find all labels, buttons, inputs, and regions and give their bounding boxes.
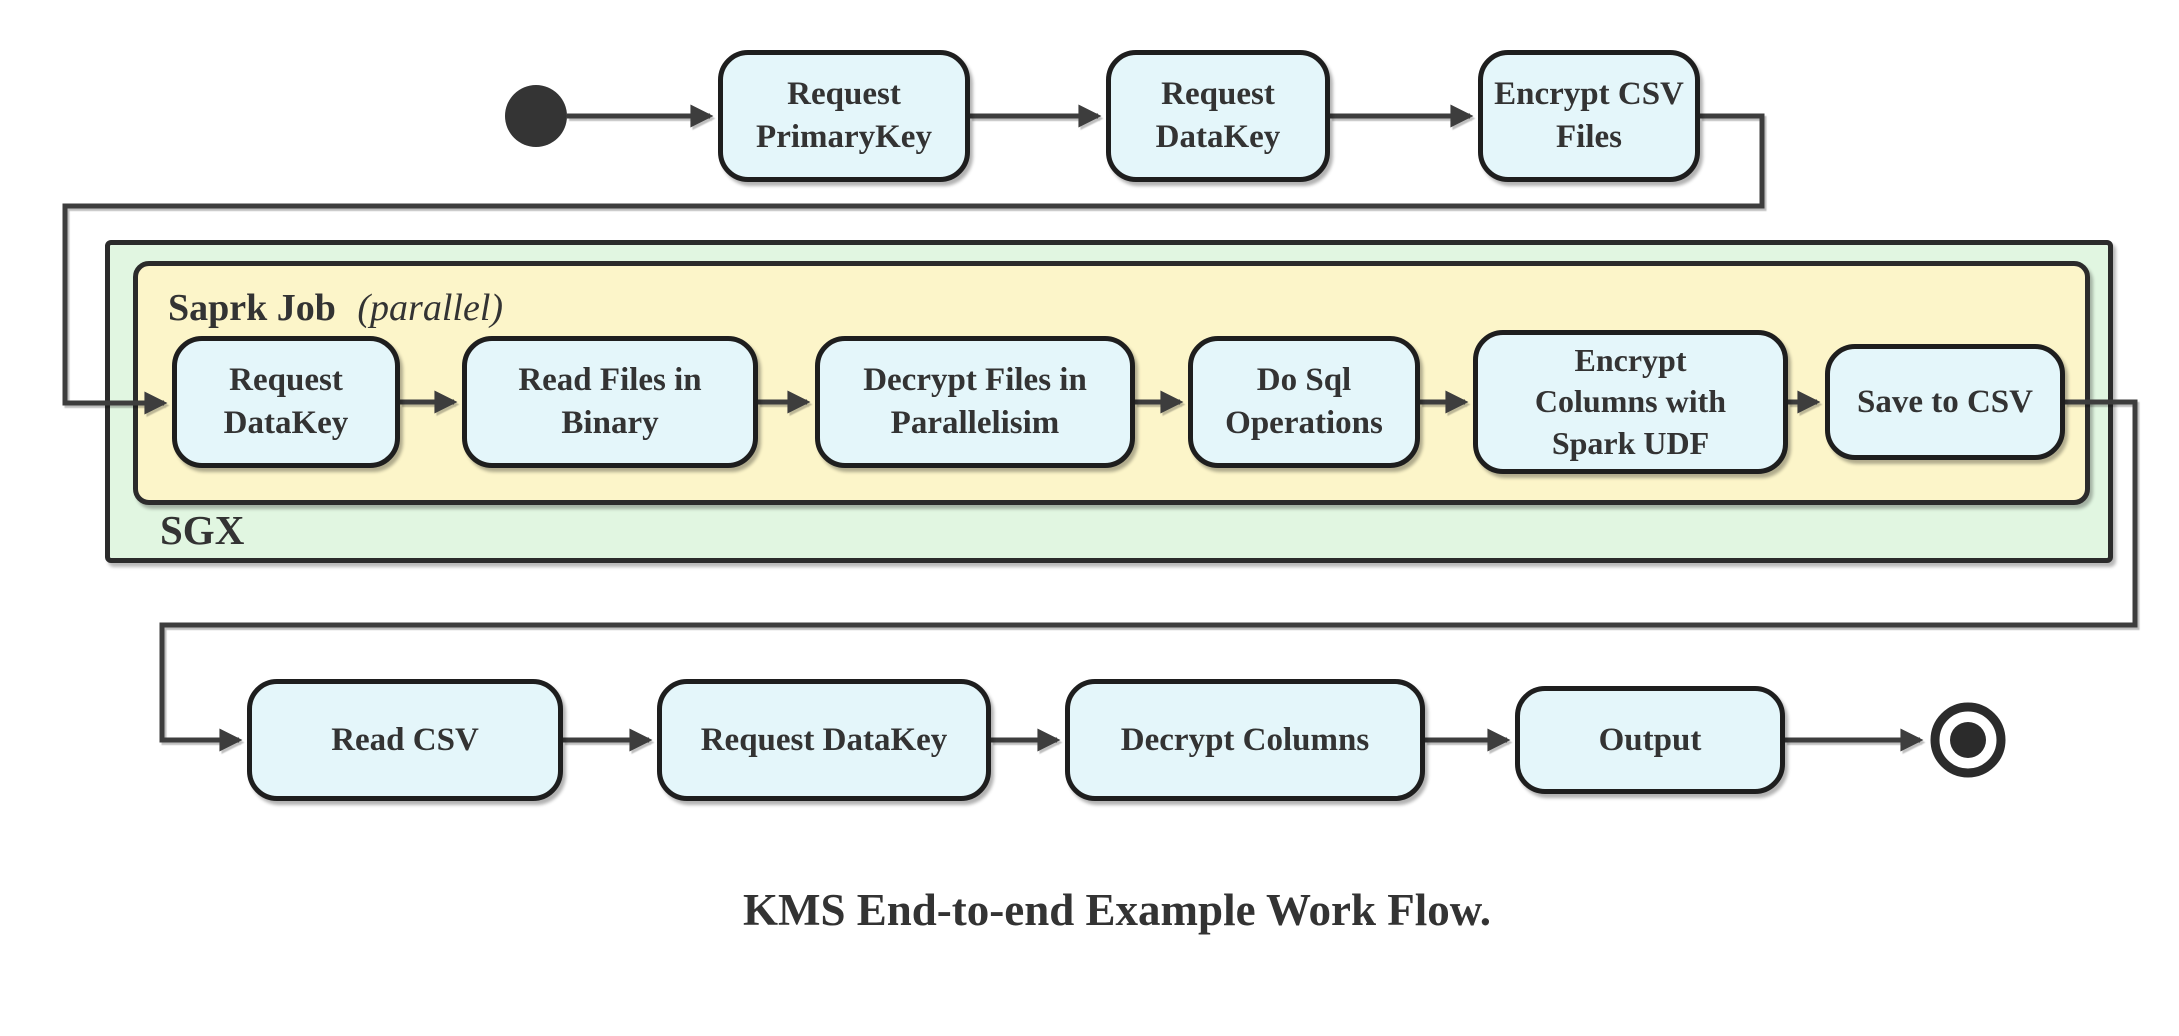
start-node: [505, 85, 567, 147]
diagram-caption: KMS End-to-end Example Work Flow.: [742, 885, 1491, 935]
edge-encrypt-csv-to-spark-request-datakey: [62, 113, 1765, 415]
node-output: Output: [1515, 686, 1785, 794]
node-save-to-csv: Save to CSV: [1825, 344, 2065, 460]
spark-job-label: Saprk Job (parallel): [168, 286, 503, 330]
end-node: [1930, 702, 2006, 778]
end-node-core: [1950, 722, 1986, 758]
node-spark-request-datakey: Request DataKey: [172, 336, 400, 468]
node-read-csv: Read CSV: [247, 679, 563, 801]
edge-save-csv-to-read-csv: [159, 399, 2138, 752]
node-request-datakey-top: Request DataKey: [1106, 50, 1330, 182]
spark-job-label-mode: (parallel): [357, 287, 504, 329]
sgx-label: SGX: [160, 507, 245, 553]
node-request-primarykey: Request PrimaryKey: [718, 50, 970, 182]
node-decrypt-files-in-parallelisim: Decrypt Files in Parallelisim: [815, 336, 1135, 468]
node-encrypt-csv-files: Encrypt CSV Files: [1478, 50, 1700, 182]
node-do-sql-operations: Do Sql Operations: [1188, 336, 1420, 468]
node-request-datakey-bottom: Request DataKey: [657, 679, 991, 801]
node-read-files-in-binary: Read Files in Binary: [462, 336, 758, 468]
node-encrypt-columns-with-spark-udf: Encrypt Columns with Spark UDF: [1473, 330, 1788, 474]
spark-job-label-name: Saprk Job: [168, 287, 336, 329]
node-decrypt-columns: Decrypt Columns: [1065, 679, 1425, 801]
